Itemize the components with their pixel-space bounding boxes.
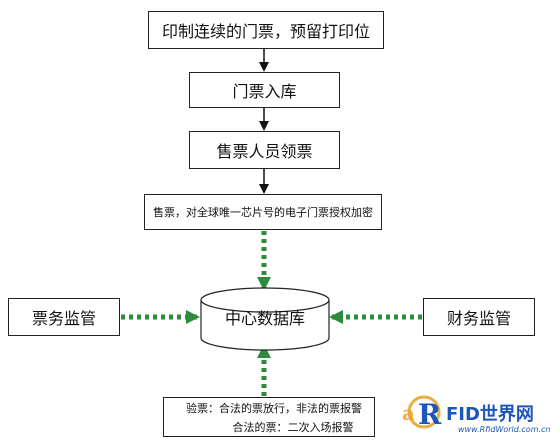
step-sale-authorize-encrypt-label: 售票，对全球唯一芯片号的电子门票授权加密 <box>153 206 373 219</box>
database-cylinder <box>200 287 330 351</box>
validation-line-2: 合法的票：二次入场报警 <box>232 420 354 434</box>
svg-text:a: a <box>402 401 415 425</box>
watermark-url: www.RfidWorld.com.cn <box>458 425 551 434</box>
step-sales-staff-collect-label: 售票人员领票 <box>216 142 313 161</box>
rfidworld-logo-icon: a R <box>402 395 442 431</box>
step-sale-authorize-encrypt: 售票，对全球唯一芯片号的电子门票授权加密 <box>144 194 382 230</box>
database-label: 中心数据库 <box>224 309 305 328</box>
watermark-brand: FID世界网 <box>446 404 534 425</box>
ticket-monitor-box: 票务监管 <box>8 298 120 336</box>
finance-monitor-box: 财务监管 <box>423 298 535 336</box>
step-tickets-warehouse-label: 门票入库 <box>232 82 297 101</box>
step-print-tickets-label: 印制连续的门票，预留打印位 <box>161 22 370 41</box>
step-print-tickets: 印制连续的门票，预留打印位 <box>148 11 384 49</box>
validation-line-1: 验票：合法的票放行，非法的票报警 <box>186 401 362 415</box>
ticket-validation-box: 验票：合法的票放行，非法的票报警 合法的票：二次入场报警 <box>163 397 375 437</box>
ticket-monitor-label: 票务监管 <box>31 309 96 328</box>
finance-monitor-label: 财务监管 <box>446 309 511 328</box>
step-sales-staff-collect: 售票人员领票 <box>189 131 340 169</box>
svg-text:R: R <box>418 398 442 431</box>
step-tickets-warehouse: 门票入库 <box>189 72 340 108</box>
